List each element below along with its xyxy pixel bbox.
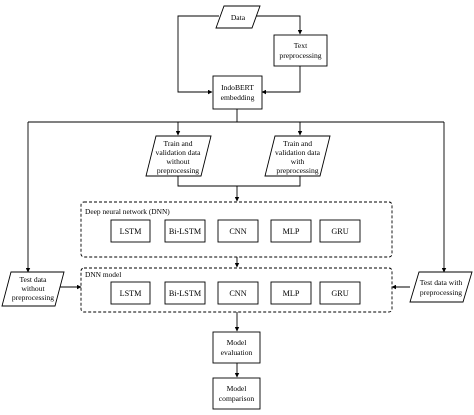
train-with-line-4: preprocessing [276,166,318,175]
node-train-without-preprocessing: Train and validation data without prepro… [145,135,212,177]
dnn-group-label: Deep neural network (DNN) [85,207,170,216]
dnn-model-mlp-box [270,219,312,243]
dnn-model-cnn-label: CNN [229,227,246,236]
model-evaluation-box [212,331,261,364]
indobert-box [212,75,263,110]
train-with-line-2: validation data [275,148,321,157]
dnn-model-lstm-label: LSTM [120,227,143,236]
indobert-line-2: embedding [221,93,255,102]
train-with-line-1: Train and [283,139,312,148]
model-evaluation-line-1: Model [227,338,247,347]
trained-model-cnn-box [217,281,259,305]
dnn-model-group-label: DNN model [85,270,121,279]
node-test-with-preprocessing: Test data with preprocessing [409,271,473,303]
test-without-shape [1,271,65,307]
edge-text-preprocessing-to-indobert [261,66,301,95]
train-without-line-2: validation data [156,148,202,157]
model-comparison-box [212,377,261,410]
group-deep-neural-network: Deep neural network (DNN) LSTM Bi-LSTM C… [80,201,393,258]
trained-model-mlp-box [270,281,312,305]
dnn-model-gru-label: GRU [331,227,348,236]
dnn-model-mlp-label: MLP [283,227,300,236]
node-indobert-embedding: IndoBERT embedding [212,75,263,110]
dnn-model-lstm-box [110,219,151,243]
model-evaluation-line-2: evaluation [221,348,253,357]
edge-data-to-indobert [177,15,219,95]
node-text-preprocessing: Text preprocessing [273,34,328,67]
text-preprocessing-line-1: Text [294,41,308,50]
model-comparison-line-1: Model [227,384,247,393]
dnn-group-frame [80,201,393,258]
test-without-line-1: Test data [19,275,47,284]
indobert-line-1: IndoBERT [221,83,254,92]
train-without-line-3: without [166,157,190,166]
test-without-line-3: preprocessing [12,293,54,302]
data-label: Data [231,13,246,22]
node-model-comparison: Model comparison [212,377,261,410]
train-without-line-1: Train and [163,139,192,148]
model-comparison-line-2: comparison [219,394,255,403]
node-test-without-preprocessing: Test data without preprocessing [1,271,65,307]
trained-model-mlp-label: MLP [283,289,300,298]
test-without-line-2: without [21,284,45,293]
edge-data-to-text-preprocessing [256,15,303,35]
node-data: Data [215,5,261,29]
group-dnn-model: DNN model LSTM Bi-LSTM CNN MLP GRU [80,267,393,313]
node-train-with-preprocessing: Train and validation data with preproces… [264,135,331,177]
train-with-line-3: with [291,157,305,166]
data-shape [215,5,261,29]
train-with-shape [264,135,331,177]
text-preprocessing-line-2: preprocessing [279,51,321,60]
train-without-shape [145,135,212,177]
test-with-line-1: Test data with [420,278,463,287]
dnn-model-gru-box [319,219,361,243]
dnn-model-cnn-box [217,219,259,243]
train-without-line-4: preprocessing [157,166,199,175]
test-with-line-2: preprocessing [420,288,462,297]
dnn-model-group-frame [80,267,393,313]
dnn-model-row: LSTM Bi-LSTM CNN MLP GRU [110,219,361,243]
test-with-shape [409,271,473,303]
dnn-model-bilstm-box [164,219,206,243]
edge-train-without-merge [177,176,301,187]
connectors [25,15,447,378]
text-preprocessing-box [273,34,328,67]
trained-model-cnn-label: CNN [229,289,246,298]
trained-model-lstm-label: LSTM [120,289,143,298]
trained-model-gru-box [319,281,361,305]
node-model-evaluation: Model evaluation [212,331,261,364]
dnn-model-bilstm-label: Bi-LSTM [169,227,202,236]
trained-model-lstm-box [110,281,151,305]
trained-model-bilstm-box [164,281,206,305]
trained-model-row: LSTM Bi-LSTM CNN MLP GRU [110,281,361,305]
trained-model-gru-label: GRU [331,289,348,298]
trained-model-bilstm-label: Bi-LSTM [169,289,202,298]
